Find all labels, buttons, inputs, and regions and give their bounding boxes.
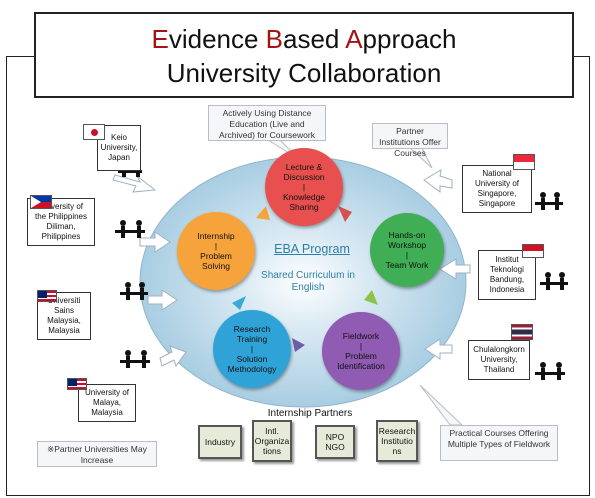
people-silhouette-3 <box>120 282 148 300</box>
program-label: EBA Program <box>274 242 350 256</box>
node-research: Research Training | Solution Methodology <box>213 310 291 388</box>
cycle-arrow-3 <box>292 338 305 352</box>
japan-flag-icon <box>83 124 105 140</box>
thailand-flag-icon <box>511 324 533 340</box>
inbound-arrow-7 <box>424 338 453 360</box>
callout-may-increase: ※Partner Universities May Increase <box>37 441 157 467</box>
node-fieldwork: Fieldwork | Problem Identification <box>322 312 400 390</box>
callout-distance: Actively Using Distance Education (Live … <box>208 105 326 141</box>
title-line-1: Evidence Based Approach <box>151 24 457 54</box>
people-silhouette-4 <box>120 350 150 368</box>
people-silhouette-7 <box>535 362 565 380</box>
singapore-flag-icon <box>513 154 535 170</box>
title-line-2: University Collaboration <box>166 58 442 88</box>
people-silhouette-5 <box>535 192 563 210</box>
internship-heading: Internship Partners <box>267 408 353 419</box>
uni-malaya: University of Malaya, Malaysia <box>78 384 136 422</box>
node-internship: Internship | Problem Solving <box>177 212 255 290</box>
uni-nus: National University of Singapore, Singap… <box>462 165 532 213</box>
malaysia-flag-icon <box>67 378 87 390</box>
partner-npo-ngo: NPO NGO <box>315 425 355 459</box>
inbound-arrow-6 <box>439 258 471 280</box>
node-workshop: Hands-on Workshop | Team Work <box>370 213 444 287</box>
philippines-flag-icon <box>30 195 52 209</box>
people-silhouette-2 <box>115 220 145 238</box>
callout-pointer-practical <box>419 384 464 426</box>
callout-practical: Practical Courses Offering Multiple Type… <box>440 425 558 461</box>
partner-industry: Industry <box>198 425 242 459</box>
inbound-arrow-5 <box>423 169 453 193</box>
inbound-arrow-2 <box>139 231 171 253</box>
people-silhouette-6 <box>540 272 568 290</box>
partner-research: Research Institutio ns <box>376 420 418 462</box>
title-box: Evidence Based Approach University Colla… <box>34 12 574 98</box>
inbound-arrow-4 <box>159 345 187 368</box>
cycle-arrow-5 <box>256 206 270 220</box>
uni-philippines: University of the Philippines Diliman, P… <box>27 198 95 246</box>
callout-partner-courses: Partner Institutions Offer Courses <box>372 123 448 158</box>
malaysia-flag-icon <box>37 290 57 302</box>
inbound-arrow-1 <box>112 174 157 193</box>
uni-itb: Institut Teknologi Bandung, Indonesia <box>478 250 536 300</box>
cycle-arrow-2 <box>364 290 378 305</box>
indonesia-flag-icon <box>522 244 544 258</box>
cycle-arrow-4 <box>232 296 246 310</box>
uni-chulalongkorn: Chulalongkorn University, Thailand <box>468 340 530 380</box>
node-lecture: Lecture & Discussion | Knowledge Sharing <box>265 148 343 226</box>
cycle-arrow-1 <box>338 206 352 222</box>
partner-intl-orgs: Intl. Organiza tions <box>252 420 292 462</box>
curriculum-label: Shared Curriculum in English <box>261 270 355 293</box>
inbound-arrow-3 <box>147 289 178 311</box>
